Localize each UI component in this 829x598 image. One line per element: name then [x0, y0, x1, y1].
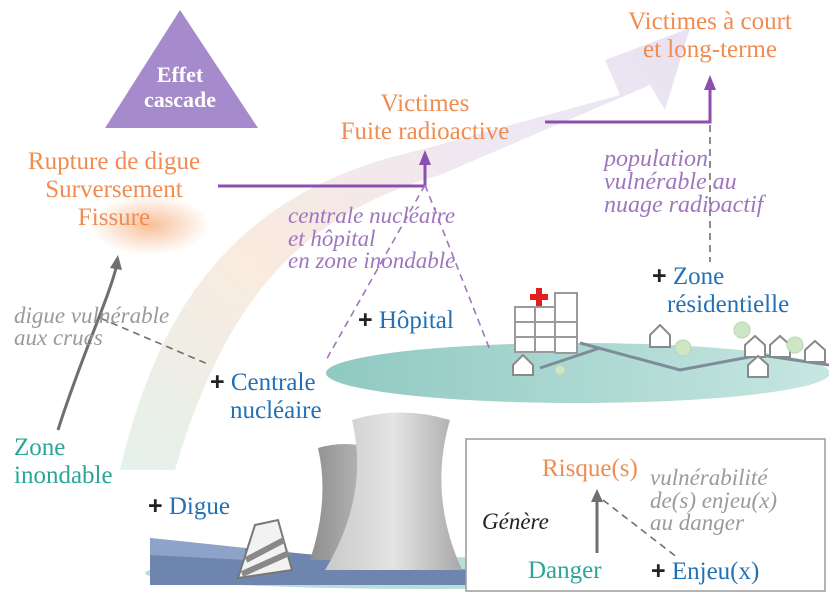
- population-line1: population: [604, 146, 709, 172]
- cascade-arrow-band: [120, 28, 690, 470]
- zone-residentielle-label: + Zone résidentielle: [652, 262, 789, 319]
- arrowhead: [110, 255, 122, 270]
- legend-risque: Risque(s): [542, 455, 638, 482]
- arrowhead: [591, 489, 603, 502]
- cooling-tower-front: [325, 412, 462, 570]
- arrowhead: [419, 150, 431, 165]
- centrale-hopital-note: centrale nucléaire et hôpital en zone in…: [288, 203, 456, 274]
- hopital-label: + Hôpital: [358, 306, 454, 335]
- zone-inondable-line1: Zone: [14, 434, 66, 461]
- legend-danger: Danger: [528, 557, 602, 584]
- plus-icon: +: [210, 368, 225, 396]
- cascade-triangle: [105, 10, 258, 128]
- trees: [554, 321, 804, 376]
- centrale-note-line2: et hôpital: [288, 225, 376, 251]
- dashed-links: [99, 125, 711, 366]
- left-top-line1: Rupture de digue: [27, 148, 201, 175]
- plus-icon: +: [651, 557, 666, 585]
- legend-dashed-link: [602, 499, 679, 559]
- cascade-glow: [90, 195, 210, 255]
- digue-vulnerable-note: digue vulnérable aux crues: [14, 303, 170, 350]
- population-line3: nuage radioactif: [604, 191, 764, 218]
- houses: [512, 323, 826, 378]
- victimes-fuite-label: Victimes Fuite radioactive: [330, 90, 520, 146]
- digue-note-line1: digue vulnérable: [14, 303, 170, 328]
- centrale-nucleaire-label: + Centrale nucléaire: [210, 368, 322, 425]
- hospital-building: [514, 288, 578, 354]
- digue-arrow: [56, 267, 118, 431]
- triangle-line1: Effet: [156, 62, 204, 87]
- zone-inondable-line2: inondable: [14, 462, 113, 489]
- plus-icon: +: [148, 492, 163, 520]
- middle-top-line1: Victimes: [380, 90, 470, 117]
- centrale-line2: nucléaire: [230, 397, 322, 424]
- victimes-long-terme-label: Victimes à court et long-terme: [600, 8, 820, 64]
- plus-icon: +: [358, 306, 373, 334]
- zone-inondable-label: Zone inondable: [14, 434, 113, 490]
- road: [579, 341, 829, 372]
- middle-top-line2: Fuite radioactive: [340, 118, 510, 145]
- digue-label: + Digue: [148, 492, 230, 521]
- centrale-note-line1: centrale nucléaire: [288, 203, 456, 228]
- legend-vulnerabilite: vulnérabilité de(s) enjeu(x) au danger: [650, 465, 778, 536]
- plus-icon: +: [652, 262, 667, 290]
- legend-vuln-line1: vulnérabilité: [650, 465, 768, 490]
- residential-island: [326, 343, 829, 403]
- zone-residentielle-line1: Zone: [672, 263, 725, 290]
- legend-vuln-line2: de(s) enjeu(x): [650, 487, 778, 513]
- dam: [236, 518, 294, 580]
- population-line2: vulnérable au: [604, 168, 737, 195]
- arrowhead: [704, 75, 716, 90]
- legend-enjeu: + Enjeu(x): [651, 557, 759, 586]
- legend-enjeu-text: Enjeu(x): [671, 558, 760, 585]
- zone-residentielle-line2: résidentielle: [667, 291, 790, 318]
- road: [539, 346, 601, 370]
- top-right-line1: Victimes à court: [628, 8, 792, 35]
- triangle-line2: cascade: [143, 87, 217, 113]
- legend-box: [465, 438, 826, 592]
- rupture-digue-label: Rupture de digue Surversement Fissure: [0, 148, 228, 232]
- triangle-label: Effet cascade: [140, 62, 220, 113]
- centrale-line1: Centrale: [230, 369, 316, 396]
- legend-genere: Génère: [482, 509, 549, 534]
- legend-vuln-line3: au danger: [650, 510, 744, 536]
- digue-note-line2: aux crues: [14, 324, 103, 350]
- river-light: [150, 538, 245, 560]
- hopital-text: Hôpital: [378, 307, 454, 334]
- left-top-line3: Fissure: [77, 204, 151, 231]
- top-right-line2: et long-terme: [643, 36, 777, 63]
- left-top-line2: Surversement: [45, 176, 183, 203]
- centrale-note-line3: en zone inondable: [288, 248, 456, 274]
- digue-text: Digue: [168, 493, 230, 520]
- population-note: population vulnérable au nuage radioacti…: [604, 146, 764, 218]
